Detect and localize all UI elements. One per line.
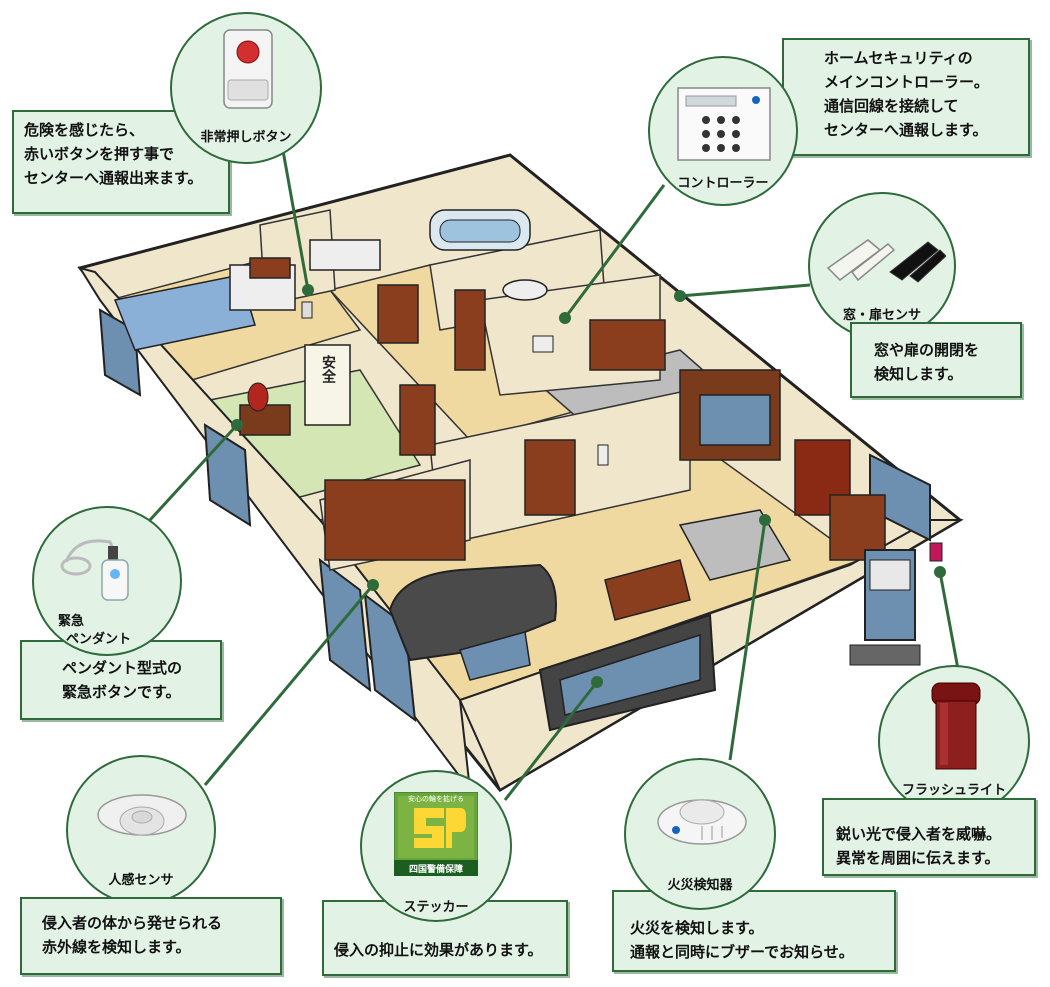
window-sensor-desc-line-1: 窓や扉の開閉を <box>874 341 980 359</box>
connector-lines <box>148 144 962 801</box>
sticker-logo <box>394 792 478 876</box>
sticker-logo-top-text: 安心の輪を拡げる <box>408 795 464 803</box>
controller-desc-line-4: センターへ通報します。 <box>824 121 988 139</box>
window-sensor-circle: 窓・扉センサ <box>808 192 956 340</box>
sticker-label: ステッカー <box>403 900 469 915</box>
sticker-circle: 安心の輪を拡げる 四国警備保障 ステッカー <box>360 770 512 922</box>
pendant-icon <box>60 539 129 601</box>
flash-light-icon <box>931 682 981 770</box>
window-sensor-description: 窓や扉の開閉を 検知します。 <box>850 322 1022 398</box>
fire-detector-icon <box>657 799 747 845</box>
panic-button-icon <box>223 29 273 109</box>
flash-light-label: フラッシュライト <box>901 783 1006 798</box>
connector-dots <box>231 284 946 688</box>
flash-light-circle: フラッシュライト <box>878 665 1030 817</box>
window-sensor-icon <box>826 239 946 283</box>
pendant-desc-line-1: ペンダント型式の <box>62 659 183 677</box>
sticker-logo-bottom-text: 四国警備保障 <box>408 865 463 875</box>
motion-sensor-description: 侵入者の体から発せられる 赤外線を検知します。 <box>20 897 282 975</box>
fire-detector-circle: 火災検知器 <box>624 758 776 910</box>
controller-circle: コントローラー <box>648 56 798 206</box>
controller-desc-line-3: 通信回線を接続して <box>824 97 959 115</box>
fire-detector-description: 火災を検知します。 通報と同時にブザーでお知らせ。 <box>612 890 896 972</box>
hanging-scroll-text: 安全 <box>320 355 336 383</box>
pendant-label-line-1: 緊急 <box>58 614 85 629</box>
pendant-label-line-2: ペンダント <box>66 632 132 647</box>
motion-sensor-icon <box>97 794 187 836</box>
flash-light-description: 鋭い光で侵入者を威嚇。 異常を周囲に伝えます。 <box>822 798 1036 876</box>
house-structure <box>77 153 964 794</box>
controller-icon <box>677 87 771 161</box>
motion-sensor-label: 人感センサ <box>108 873 174 888</box>
panic-button-desc-line-2: 赤いボタンを押す事で <box>24 145 175 163</box>
window-sensor-label: 窓・扉センサ <box>842 308 921 323</box>
panic-button-description: 危険を感じたら、 赤いボタンを押す事で センターへ通報出来ます。 <box>12 110 230 214</box>
controller-description: ホームセキュリティの メインコントローラー。 通信回線を接続して センターへ通報… <box>782 38 1030 156</box>
flash-light-desc-line-1: 鋭い光で侵入者を威嚇。 <box>836 825 1002 843</box>
fire-detector-desc-line-1: 火災を検知します。 <box>630 919 764 937</box>
panic-button-label: 非常押しボタン <box>200 130 292 145</box>
fire-detector-desc-line-2: 通報と同時にブザーでお知らせ。 <box>630 943 854 961</box>
window-sensor-desc-line-2: 検知します。 <box>874 365 963 383</box>
pendant-desc-line-2: 緊急ボタンです。 <box>62 683 181 701</box>
controller-label: コントローラー <box>677 176 769 191</box>
sticker-desc-line-1: 侵入の抑止に効果があります。 <box>334 941 543 959</box>
motion-sensor-desc-line-2: 赤外線を検知します。 <box>42 938 191 956</box>
panic-button-desc-line-1: 危険を感じたら、 <box>24 121 145 139</box>
flash-light-desc-line-2: 異常を周囲に伝えます。 <box>836 849 1000 867</box>
motion-sensor-desc-line-1: 侵入者の体から発せられる <box>42 914 223 932</box>
fire-detector-label: 火災検知器 <box>667 878 733 893</box>
panic-button-desc-line-3: センターへ通報出来ます。 <box>24 169 203 187</box>
pendant-circle: 緊急 ペンダント <box>32 506 182 656</box>
sticker-description: 侵入の抑止に効果があります。 <box>322 900 568 976</box>
panic-button-circle: 非常押しボタン <box>170 12 322 164</box>
motion-sensor-circle: 人感センサ <box>66 755 216 905</box>
controller-desc-line-1: ホームセキュリティの <box>824 49 973 67</box>
controller-desc-line-2: メインコントローラー。 <box>824 73 989 91</box>
